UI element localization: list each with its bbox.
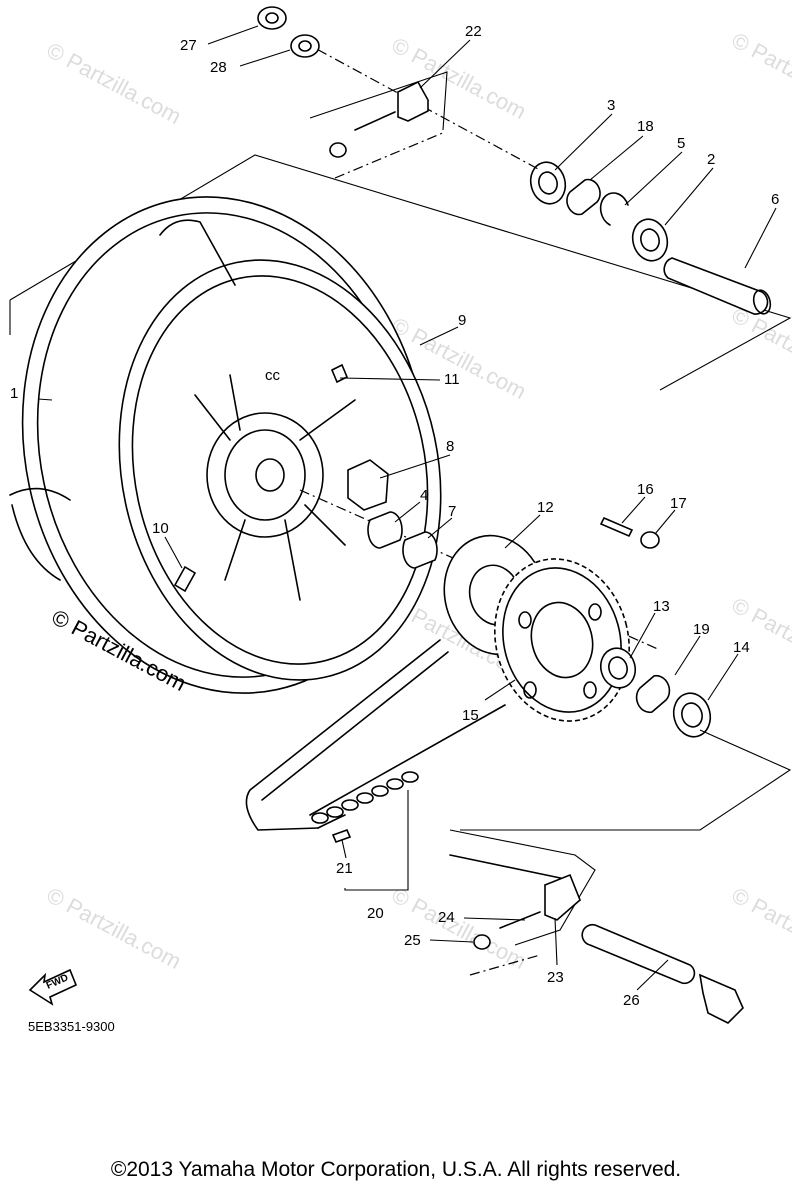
copyright-footer: ©2013 Yamaha Motor Corporation, U.S.A. A… <box>110 1158 682 1181</box>
sprocket-assembly <box>443 516 792 831</box>
watermark: © Partzilla.com <box>43 882 186 974</box>
callout-17: 17 <box>670 495 687 512</box>
callout-22: 22 <box>465 23 482 40</box>
callout-27: 27 <box>180 37 197 54</box>
callout-6: 6 <box>771 191 779 208</box>
callout-20: 20 <box>367 905 384 922</box>
wheel-mark: cc <box>265 367 281 384</box>
callout-25: 25 <box>404 932 421 949</box>
callout-28: 28 <box>210 59 227 76</box>
callout-21: 21 <box>336 860 353 877</box>
callout-16: 16 <box>637 481 654 498</box>
callout-13: 13 <box>653 598 670 615</box>
callout-11: 11 <box>444 371 460 388</box>
leader-lines <box>37 25 777 991</box>
callout-14: 14 <box>733 639 750 656</box>
lower-adjuster <box>449 829 744 1024</box>
callout-2: 2 <box>707 151 715 168</box>
watermark: © Partzilla.com <box>728 882 792 974</box>
callout-3: 3 <box>607 97 615 114</box>
callout-23: 23 <box>547 969 564 986</box>
callout-12: 12 <box>537 499 554 516</box>
callout-7: 7 <box>448 503 456 520</box>
fwd-arrow: FWD <box>28 968 78 1006</box>
hub-parts <box>330 363 438 569</box>
callout-10: 10 <box>152 520 169 537</box>
part-code: 5EB3351-9300 <box>28 1019 115 1034</box>
callouts: 27 28 22 3 18 5 2 6 9 11 1 8 4 7 10 12 1… <box>10 23 779 1009</box>
callout-19: 19 <box>693 621 710 638</box>
chain-links <box>311 771 419 824</box>
callout-8: 8 <box>446 438 454 455</box>
callout-15: 15 <box>462 707 479 724</box>
watermark: © Partzilla.com <box>43 37 186 129</box>
watermark: © Partzilla.com <box>728 27 792 119</box>
upper-hub-parts <box>529 161 772 315</box>
callout-18: 18 <box>637 118 654 135</box>
callout-24: 24 <box>438 909 455 926</box>
callout-5: 5 <box>677 135 685 152</box>
callout-26: 26 <box>623 992 640 1009</box>
callout-1: 1 <box>10 385 18 402</box>
rear-wheel: cc <box>9 196 442 694</box>
watermark: © Partzilla.com <box>388 882 531 974</box>
parts-diagram: © Partzilla.com © Partzilla.com © Partzi… <box>9 6 792 1034</box>
callout-4: 4 <box>420 487 428 504</box>
callout-9: 9 <box>458 312 466 329</box>
drive-chain <box>245 639 506 891</box>
top-adjuster <box>257 6 541 179</box>
